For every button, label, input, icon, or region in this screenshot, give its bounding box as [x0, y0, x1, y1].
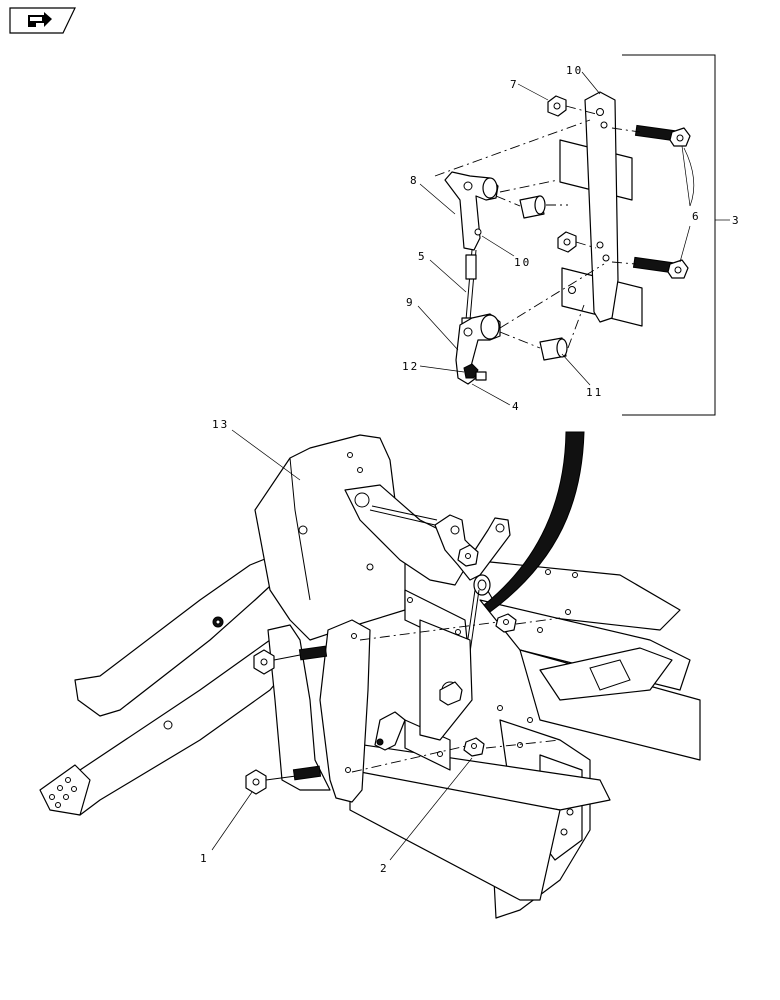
group-bracket	[622, 54, 716, 416]
support-plate	[419, 619, 473, 741]
vertical-bracket-plate	[319, 619, 371, 803]
bolt-1-upper	[253, 645, 328, 675]
bolt-lower	[632, 256, 689, 279]
spacer-lower	[539, 337, 568, 361]
callout-3: 3	[732, 214, 741, 227]
main-assembly	[39, 431, 701, 919]
bolt-upper	[634, 124, 691, 147]
callout-1: 1	[200, 852, 209, 865]
nut-7-lower	[557, 231, 577, 253]
bracket-10	[584, 91, 619, 323]
spacer-top	[473, 574, 491, 596]
leader-lines	[211, 71, 695, 861]
lower-lever-9	[455, 313, 501, 385]
direction-arrow	[483, 431, 585, 613]
upper-lever-8	[444, 171, 499, 251]
callout-4: 4	[512, 400, 521, 413]
frame-nut-lower	[463, 737, 485, 757]
callout-10-mid: 10	[514, 256, 531, 269]
detail-view	[434, 54, 730, 416]
nut-7-upper	[547, 95, 567, 117]
pedal-pad	[39, 764, 91, 816]
main-bracket-13	[254, 434, 471, 641]
lower-tab	[374, 711, 406, 751]
callout-6: 6	[692, 210, 701, 223]
callout-11: 11	[586, 386, 603, 399]
callout-12: 12	[402, 360, 419, 373]
callout-labels: 1 2 3 4 5 6 7 8 9 10 10 11 12 13	[200, 64, 741, 875]
frame-nut-upper	[495, 613, 517, 633]
back-arrow-icon[interactable]	[9, 7, 76, 34]
pedal-upper	[74, 554, 283, 717]
callout-10-top: 10	[566, 64, 583, 77]
callout-13: 13	[212, 418, 229, 431]
callout-9: 9	[406, 296, 415, 309]
callout-7: 7	[510, 78, 519, 91]
spacer-upper	[519, 195, 546, 219]
bolt-1-lower	[245, 765, 322, 795]
callout-5: 5	[418, 250, 427, 263]
callout-2: 2	[380, 862, 389, 875]
linkage-nut	[457, 544, 479, 567]
callout-8: 8	[410, 174, 419, 187]
side-plate	[267, 624, 331, 791]
